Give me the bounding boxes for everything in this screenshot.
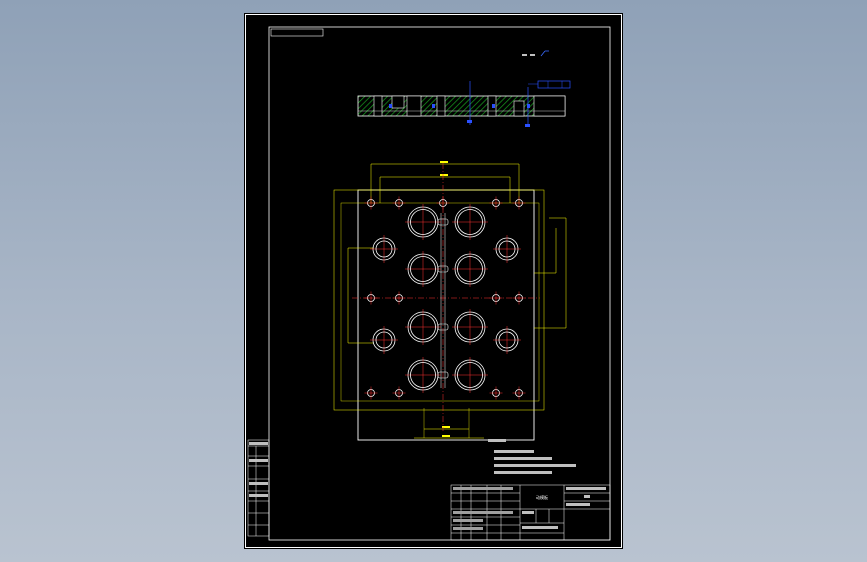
drawing-sheet: 动模板 — [244, 13, 623, 549]
guide-bore-inner — [375, 240, 393, 258]
cavity-bore-inner — [410, 256, 436, 282]
revision-block — [247, 439, 270, 537]
cavity-bore-inner — [410, 209, 436, 235]
cavity-bore-inner — [457, 256, 483, 282]
outer-border — [245, 14, 622, 548]
drawing-code-box — [270, 28, 324, 37]
plan-view — [333, 161, 567, 441]
inner-frame — [268, 26, 611, 541]
cooling-channel-joint — [437, 371, 449, 379]
guide-bore-inner — [498, 331, 516, 349]
title-block — [450, 484, 611, 541]
cavity-bore-inner — [410, 362, 436, 388]
cooling-channel-joint — [437, 218, 449, 226]
cavity-bore-inner — [410, 314, 436, 340]
guide-bore-inner — [498, 240, 516, 258]
title-block-fields — [249, 442, 606, 530]
cavity-bore-inner — [457, 362, 483, 388]
cavity-bore-inner — [457, 314, 483, 340]
plate-outline — [357, 189, 535, 441]
bore-holes — [364, 196, 526, 400]
part-name-label: 动模板 — [536, 494, 548, 500]
technical-notes — [488, 439, 576, 474]
roughness-note — [522, 50, 549, 57]
cooling-channel-joint — [437, 323, 449, 331]
section-view — [357, 80, 571, 127]
datum-marker-icon — [389, 80, 571, 127]
cad-drawing: 动模板 — [245, 14, 622, 548]
guide-bore-inner — [375, 331, 393, 349]
cavity-bore-inner — [457, 209, 483, 235]
cooling-channel-joint — [437, 265, 449, 273]
